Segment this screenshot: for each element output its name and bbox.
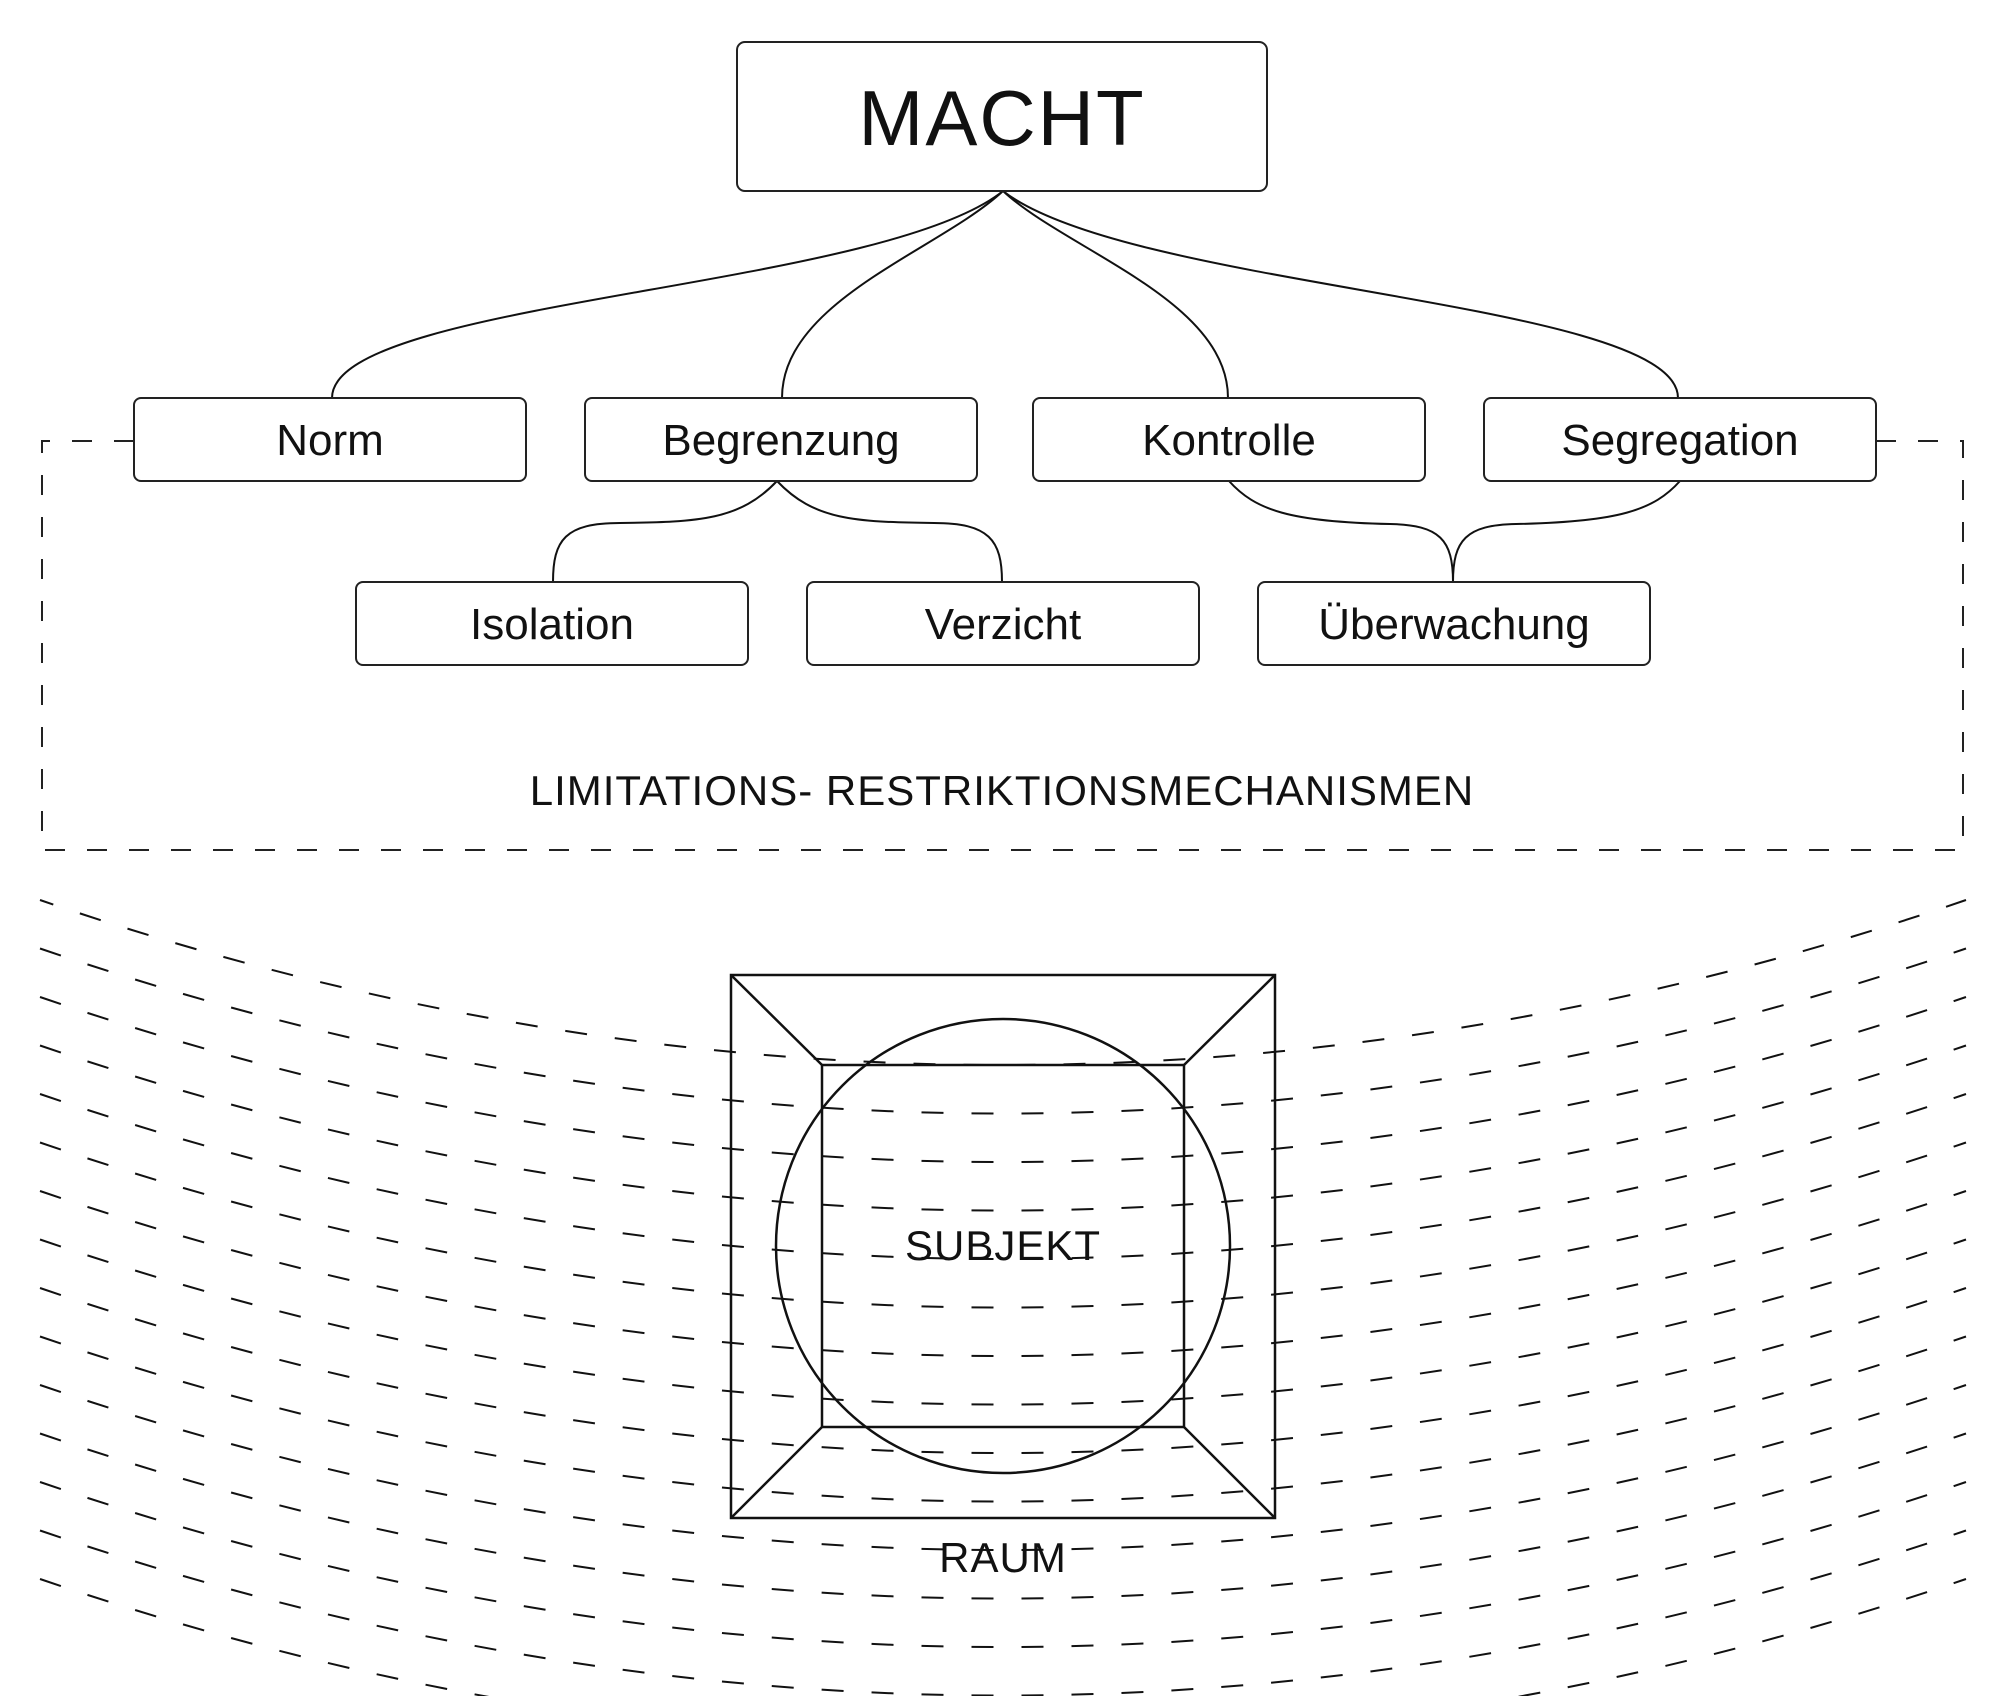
field-line: [39, 1238, 1967, 1406]
root-box: [736, 41, 1268, 192]
root-label: MACHT: [858, 74, 1145, 162]
node-label-verzicht: Verzicht: [925, 600, 1082, 649]
subject-circle: [774, 1017, 1232, 1475]
node-box: [1032, 397, 1426, 482]
field-line: [39, 1141, 1967, 1309]
edge-macht-begrenzung: [781, 190, 1004, 399]
outer-room-square: [729, 973, 1277, 1520]
field-line: [39, 1287, 1967, 1454]
node-label-isolation: Isolation: [470, 600, 634, 649]
edge-segregation-ueberwachung: [1452, 480, 1681, 583]
field-line: [39, 1384, 1967, 1551]
node-box: [133, 397, 527, 482]
node-begrenzung: Begrenzung: [584, 397, 978, 482]
node-box: [584, 397, 978, 482]
node-box: [806, 581, 1200, 666]
node-label-kontrolle: Kontrolle: [1142, 416, 1316, 465]
field-line: [39, 1044, 1967, 1212]
space-figure: [729, 973, 1277, 1520]
field-line: [39, 947, 1967, 1115]
edge-macht-kontrolle: [1002, 190, 1229, 399]
room-edge-bottom-right: [1183, 1426, 1276, 1519]
edge-begrenzung-isolation: [552, 480, 778, 583]
field-line: [39, 996, 1967, 1163]
edge-begrenzung-verzicht: [776, 480, 1003, 583]
field-line: [39, 1578, 1967, 1701]
node-segregation: Segregation: [1483, 397, 1877, 482]
field-line: [39, 899, 1967, 1066]
node-norm: Norm: [133, 397, 527, 482]
node-label-segregation: Segregation: [1561, 416, 1798, 465]
inner-room-square: [820, 1063, 1186, 1429]
node-box: [1257, 581, 1651, 666]
node-kontrolle: Kontrolle: [1032, 397, 1426, 482]
field-line: [39, 1093, 1967, 1260]
node-label-ueberwachung: Überwachung: [1318, 600, 1590, 649]
node-box: [355, 581, 749, 666]
connectors: [331, 190, 1681, 583]
node-label-norm: Norm: [276, 416, 384, 465]
root-node: MACHT: [736, 41, 1268, 192]
field-line: [39, 1481, 1967, 1648]
mechanisms-label: LIMITATIONS- RESTRIKTIONSMECHANISMEN: [530, 767, 1475, 814]
node-isolation: Isolation: [355, 581, 749, 666]
edge-macht-norm: [331, 190, 1004, 399]
field-lines: [39, 899, 1967, 1701]
field-line: [39, 1190, 1967, 1357]
field-line: [39, 1335, 1967, 1503]
node-label-begrenzung: Begrenzung: [662, 416, 899, 465]
space-label: RAUM: [939, 1534, 1067, 1581]
node-verzicht: Verzicht: [806, 581, 1200, 666]
subject-label: SUBJEKT: [905, 1222, 1101, 1269]
node-box: [1483, 397, 1877, 482]
room-edge-top-left: [730, 974, 823, 1066]
field-line: [39, 1529, 1967, 1697]
field-line: [39, 1432, 1967, 1600]
room-edge-bottom-left: [730, 1426, 823, 1519]
node-ueberwachung: Überwachung: [1257, 581, 1651, 666]
edge-kontrolle-ueberwachung: [1228, 480, 1454, 583]
edge-macht-segregation: [1002, 190, 1679, 399]
room-edge-top-right: [1183, 974, 1276, 1066]
